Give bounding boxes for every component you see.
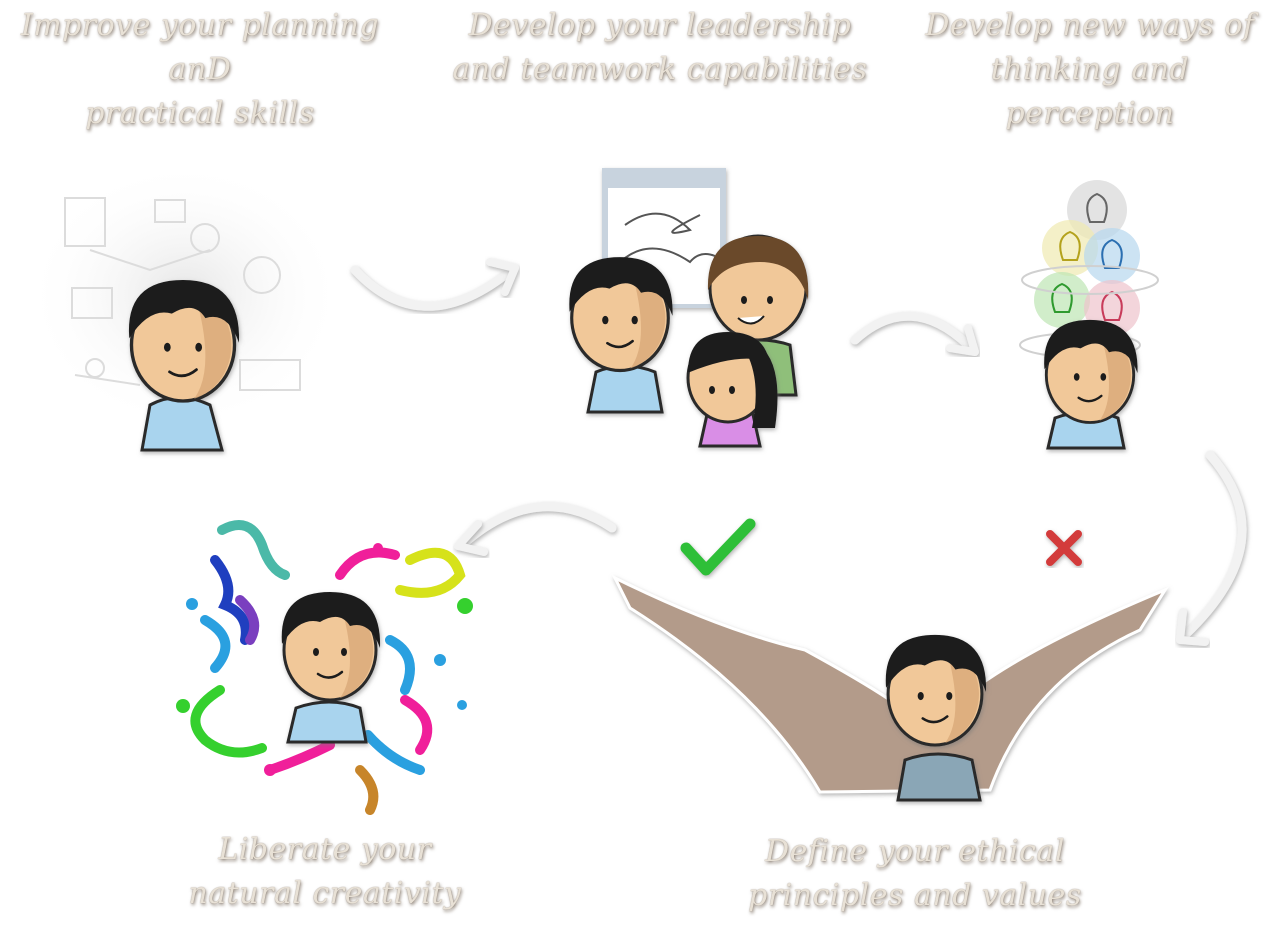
caption-natural-creativity: Liberate your natural creativity xyxy=(188,832,462,911)
caption-ethical-principles: Define your ethical principles and value… xyxy=(748,834,1082,913)
flow-arrow-4 xyxy=(463,502,617,545)
planning-scene xyxy=(25,160,345,452)
check-mark-icon xyxy=(680,518,756,576)
cross-mark-icon xyxy=(1046,530,1082,566)
sling-hammock xyxy=(611,574,1169,794)
creativity-scene xyxy=(176,520,473,815)
caption-leadership-teamwork: Develop your leadership and teamwork cap… xyxy=(452,8,868,87)
person-planner xyxy=(127,278,241,452)
paint-splats xyxy=(176,543,473,776)
leadership-scene xyxy=(567,168,809,448)
thinking-scene xyxy=(1019,180,1159,450)
flow-arrow-3 xyxy=(1180,450,1247,640)
sketch-diagram xyxy=(64,197,301,391)
paint-swirls xyxy=(190,520,466,815)
ethics-scene xyxy=(611,518,1169,802)
caption-planning-skills: Improve your planning anD practical skil… xyxy=(20,8,380,131)
person-thinker xyxy=(1042,318,1139,450)
person-creative xyxy=(280,590,382,744)
caption-thinking-perception: Develop new ways of thinking and percept… xyxy=(925,8,1255,131)
person-girl xyxy=(686,332,778,448)
person-ethics xyxy=(884,633,988,802)
person-leader xyxy=(567,255,675,414)
flow-arrow-1 xyxy=(350,265,510,311)
flow-arrow-2 xyxy=(850,311,973,350)
light-bulb-icon xyxy=(1019,180,1159,358)
